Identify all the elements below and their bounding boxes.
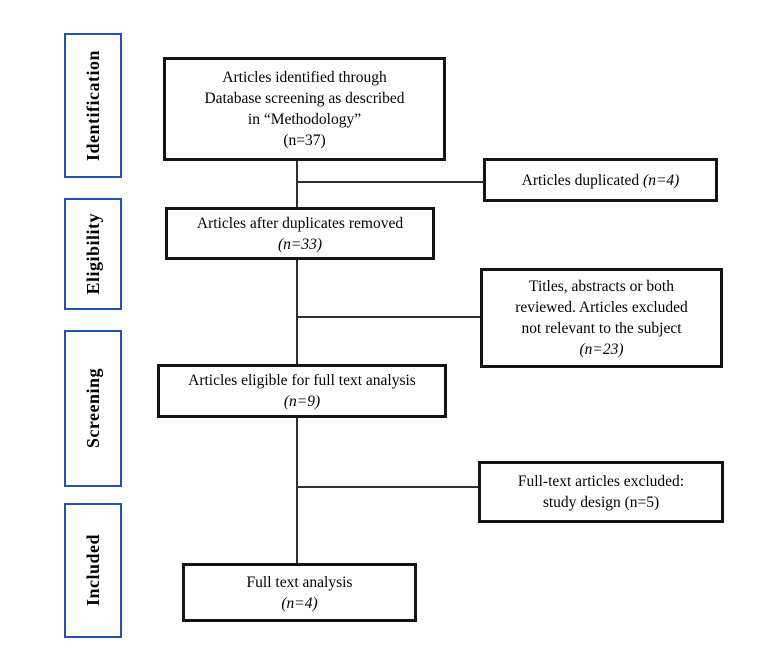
connector-eligible-to-fulltext <box>296 418 298 563</box>
box-articles-identified-line2: Database screening as described <box>204 90 405 107</box>
connector-branch-to-duplicated <box>297 181 483 183</box>
box-full-text-line1: Full text analysis <box>246 573 353 591</box>
box-eligible-count: (n=9) <box>283 393 321 410</box>
box-fulltext-excluded: Full-text articles excluded: study desig… <box>478 461 724 523</box>
box-fulltext-excluded-line1: Full-text articles excluded: <box>517 473 685 490</box>
box-excluded-not-relevant-line2: reviewed. Articles excluded <box>515 299 688 316</box>
stage-box-screening: Screening <box>64 330 122 487</box>
connector-identified-to-afterduplicates <box>296 161 298 207</box>
stage-label-identification: Identification <box>82 49 103 161</box>
box-excluded-not-relevant-line1: Titles, abstracts or both <box>529 278 674 295</box>
box-fulltext-excluded-line2: study design (n=5) <box>542 494 660 511</box>
box-after-duplicates-line1: Articles after duplicates removed <box>196 214 404 232</box>
stage-box-eligibility: Eligibility <box>64 198 122 310</box>
stage-label-included: Included <box>82 534 103 607</box>
box-after-duplicates-removed: Articles after duplicates removed (n=33) <box>165 207 435 260</box>
stage-box-identification: Identification <box>64 33 122 178</box>
box-articles-duplicated-line: Articles duplicated (n=4) <box>522 170 680 191</box>
box-articles-identified-line1: Articles identified through <box>222 69 387 86</box>
box-excluded-not-relevant-count: (n=23) <box>579 341 624 358</box>
box-articles-duplicated: Articles duplicated (n=4) <box>483 158 718 202</box>
box-articles-identified-line3: in “Methodology” <box>247 111 362 128</box>
stage-label-eligibility: Eligibility <box>82 213 103 295</box>
box-after-duplicates-count: (n=33) <box>277 235 323 253</box>
box-excluded-not-relevant-line3: not relevant to the subject <box>521 320 682 337</box>
box-excluded-not-relevant: Titles, abstracts or both reviewed. Arti… <box>480 268 723 368</box>
box-articles-identified-count: (n=37) <box>283 132 326 149</box>
stage-label-screening: Screening <box>82 368 103 449</box>
box-full-text-analysis: Full text analysis (n=4) <box>182 563 417 622</box>
connector-branch-to-excluded-review <box>297 316 480 318</box>
box-articles-duplicated-count: (n=4) <box>643 171 680 189</box>
box-eligible-line1: Articles eligible for full text analysis <box>188 372 416 389</box>
box-articles-duplicated-text: Articles duplicated <box>521 171 644 189</box>
box-full-text-count: (n=4) <box>281 594 318 612</box>
stage-box-included: Included <box>64 503 122 638</box>
box-eligible-full-text: Articles eligible for full text analysis… <box>157 364 447 418</box>
box-articles-identified: Articles identified through Database scr… <box>163 57 446 161</box>
connector-afterduplicates-to-eligible <box>296 260 298 364</box>
connector-branch-to-excluded-fulltext <box>297 486 478 488</box>
